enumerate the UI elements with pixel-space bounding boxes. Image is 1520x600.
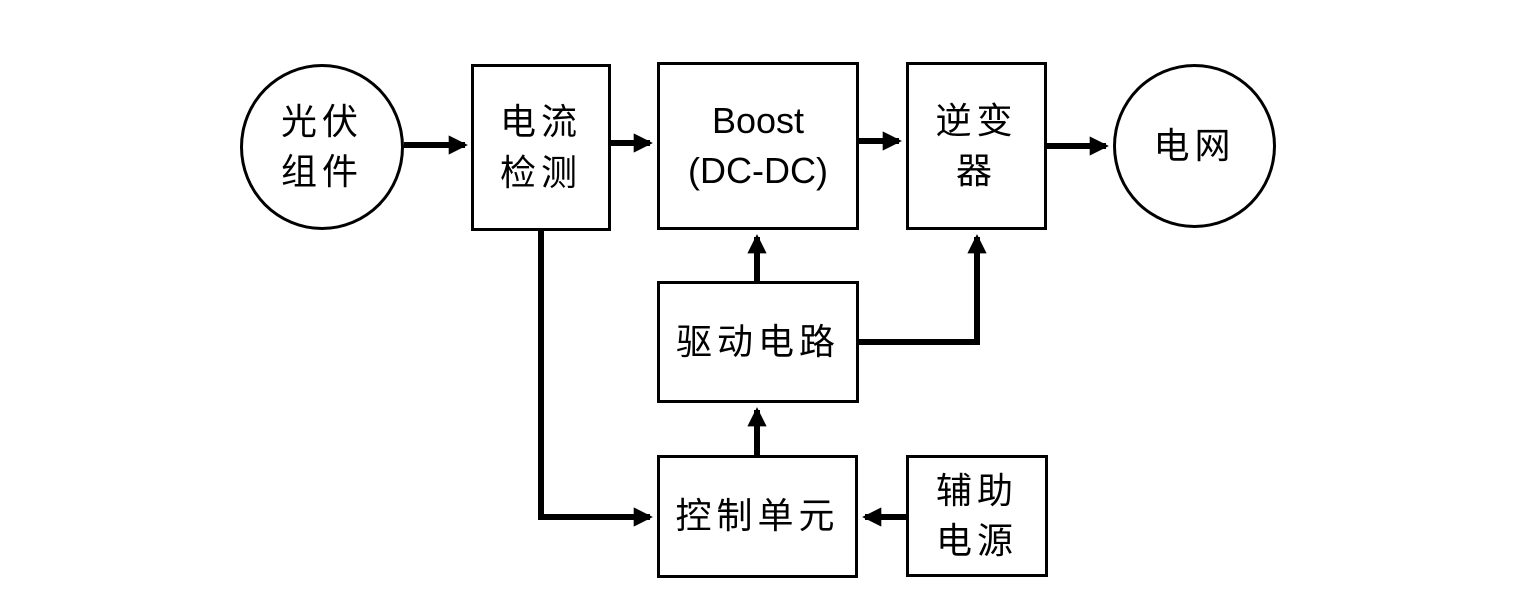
node-drive-circuit-label-line1: 驱动电路 <box>675 321 840 362</box>
node-control-unit: 控制单元 <box>657 455 858 578</box>
node-boost-dcdc-label-line2: (DC-DC) <box>688 150 828 191</box>
node-pv-module-label-line2: 组件 <box>280 152 363 192</box>
node-aux-power-label-line2: 电源 <box>935 521 1018 561</box>
node-current-detection-label-line1: 电流 <box>499 102 582 143</box>
node-pv-module-label-line1: 光伏 <box>280 101 363 142</box>
node-drive-circuit: 驱动电路 <box>657 281 859 403</box>
node-pv-module: 光伏 组件 <box>240 64 404 230</box>
node-boost-dcdc: Boost (DC-DC) <box>657 62 859 230</box>
node-aux-power-label-line1: 辅助 <box>935 470 1018 511</box>
node-current-detection: 电流 检测 <box>471 64 611 231</box>
node-inverter: 逆变 器 <box>906 62 1047 230</box>
node-current-detection-label-line2: 检测 <box>499 152 582 193</box>
node-grid: 电网 <box>1113 64 1276 228</box>
edge-current-detection-to-control-unit <box>538 230 653 527</box>
node-boost-dcdc-label-line1: Boost <box>711 99 805 141</box>
node-control-unit-label-line1: 控制单元 <box>675 496 840 537</box>
edge-drive-circuit-to-inverter <box>859 234 987 345</box>
node-grid-label-line1: 电网 <box>1153 125 1236 166</box>
node-inverter-label-line2: 器 <box>955 151 997 191</box>
node-aux-power: 辅助 电源 <box>906 455 1048 577</box>
node-inverter-label-line1: 逆变 <box>935 100 1018 141</box>
